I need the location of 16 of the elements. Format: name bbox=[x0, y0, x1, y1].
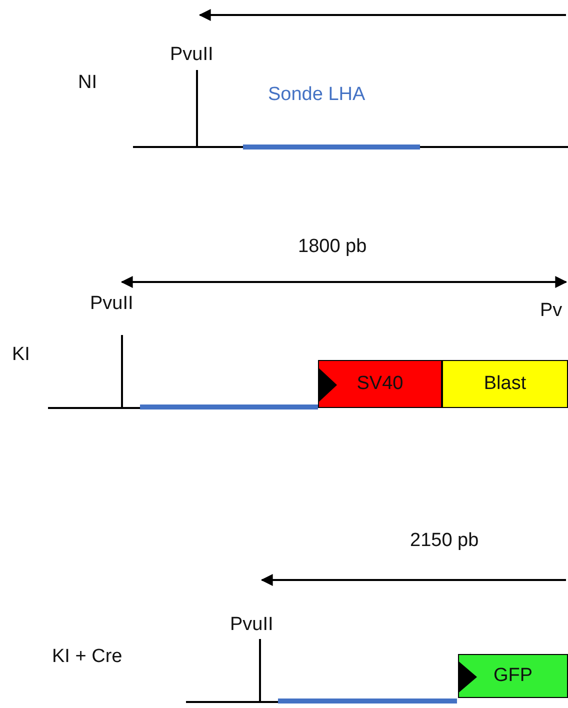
cassette-label: SV40 bbox=[356, 373, 404, 395]
label: KI bbox=[12, 344, 30, 366]
cassette-box bbox=[318, 360, 442, 408]
cassette-label: Blast bbox=[484, 373, 526, 395]
label: NI bbox=[78, 72, 97, 94]
label: Sonde LHA bbox=[268, 84, 366, 106]
label: PvuII bbox=[170, 44, 214, 66]
label: PvuII bbox=[230, 614, 274, 636]
label: KI + Cre bbox=[52, 646, 122, 668]
cassette-label: GFP bbox=[493, 665, 533, 687]
label: 2150 pb bbox=[410, 530, 479, 552]
label: Pv bbox=[540, 300, 562, 322]
label: 1800 pb bbox=[298, 236, 367, 258]
cassette-box bbox=[442, 360, 568, 408]
label: PvuII bbox=[90, 293, 134, 315]
cassette-box bbox=[458, 654, 568, 698]
